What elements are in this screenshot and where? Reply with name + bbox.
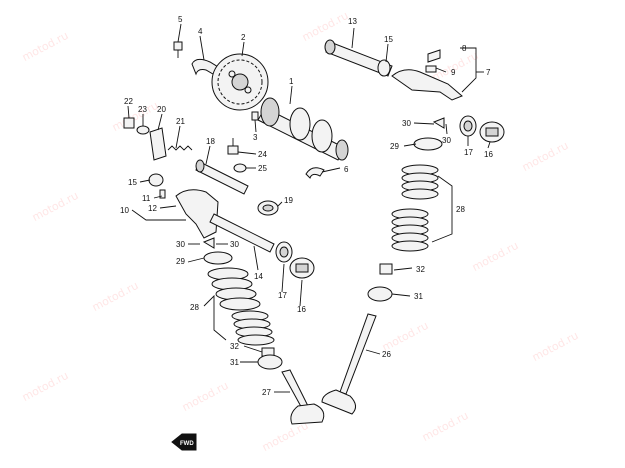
pin-part [251, 111, 259, 121]
washer-mid-part [233, 163, 247, 173]
callout-9: 9 [451, 68, 456, 77]
callout-28-b: 28 [190, 303, 199, 312]
inner-spring-lower-part [231, 310, 275, 346]
tension-spring-part [167, 145, 193, 151]
nut-left-part [123, 117, 135, 129]
callout-16: 16 [484, 150, 493, 159]
seat-upper-part [379, 263, 393, 275]
pushrod-part [209, 213, 275, 253]
bolt-part [173, 41, 183, 58]
bolt-mid-part [227, 138, 239, 155]
seal-mid-part [257, 200, 279, 216]
callout-29-b: 29 [176, 257, 185, 266]
callout-22: 22 [124, 97, 133, 106]
cotter-upper-part [432, 117, 445, 129]
callout-13: 13 [348, 17, 357, 26]
badge-label: FWD [180, 441, 194, 447]
o-ring-upper-part [377, 59, 391, 77]
callout-30-d: 30 [230, 240, 239, 249]
callout-27: 27 [262, 388, 271, 397]
valve-short-part [281, 369, 325, 425]
callout-32: 32 [416, 265, 425, 274]
washer-lower-part [257, 354, 283, 370]
callout-4: 4 [198, 27, 203, 36]
outer-spring-lower-part [207, 267, 261, 311]
callout-15-b: 15 [128, 178, 137, 187]
inner-spring-upper-part [391, 208, 429, 252]
washer-upper-part [367, 286, 393, 302]
callout-31: 31 [414, 292, 423, 301]
callout-2: 2 [241, 33, 246, 42]
callout-32-b: 32 [230, 342, 239, 351]
rocker-shaft-upper-part [324, 39, 393, 77]
cap-lower-part [289, 257, 315, 279]
callout-30: 30 [402, 119, 411, 128]
callout-10: 10 [120, 206, 129, 215]
rocker-shaft-lower-part [195, 159, 249, 195]
forward-direction-badge: FWD [171, 433, 197, 451]
callout-24: 24 [258, 150, 267, 159]
outer-spring-upper-part [401, 164, 439, 200]
callout-5: 5 [178, 15, 183, 24]
callout-18: 18 [206, 137, 215, 146]
callout-26: 26 [382, 350, 391, 359]
callout-16-b: 16 [297, 305, 306, 314]
callout-30-b: 30 [442, 136, 451, 145]
callout-20: 20 [157, 105, 166, 114]
callout-labels: 5 4 2 1 3 6 13 15 8 9 7 30 30 29 17 16 2… [120, 15, 493, 397]
callout-3: 3 [253, 133, 258, 142]
callout-1: 1 [289, 77, 294, 86]
callout-29: 29 [390, 142, 399, 151]
callout-21: 21 [176, 117, 185, 126]
callout-28: 28 [456, 205, 465, 214]
callout-12: 12 [148, 204, 157, 213]
seal-lower-part [275, 241, 293, 263]
callout-23: 23 [138, 105, 147, 114]
retainer-upper-part [413, 137, 443, 151]
callout-8: 8 [462, 44, 467, 53]
callout-17-b: 17 [278, 291, 287, 300]
screw-left-part [159, 189, 166, 199]
rocker-arm-lower-part [175, 189, 219, 239]
plate-left-part [149, 127, 167, 161]
camshaft-part [257, 97, 349, 161]
callout-19: 19 [284, 196, 293, 205]
clip-part [305, 167, 325, 179]
callout-14: 14 [254, 272, 263, 281]
callout-11: 11 [142, 194, 151, 203]
seal-upper-part [459, 115, 477, 137]
cotter-lower-part [202, 237, 215, 249]
callout-17: 17 [464, 148, 473, 157]
retainer-lower-part [203, 251, 233, 265]
valve-long-part [321, 313, 377, 415]
callout-25: 25 [258, 164, 267, 173]
callout-7: 7 [486, 68, 491, 77]
rocker-arm-upper-part [391, 49, 463, 101]
callout-31-b: 31 [230, 358, 239, 367]
washer-left-part [136, 125, 150, 135]
leader-lines [127, 23, 491, 393]
cam-sprocket-part [211, 53, 269, 111]
cap-upper-part [479, 121, 505, 143]
callout-30-c: 30 [176, 240, 185, 249]
o-ring-left-part [148, 173, 164, 187]
callout-15: 15 [384, 35, 393, 44]
callout-6: 6 [344, 165, 349, 174]
